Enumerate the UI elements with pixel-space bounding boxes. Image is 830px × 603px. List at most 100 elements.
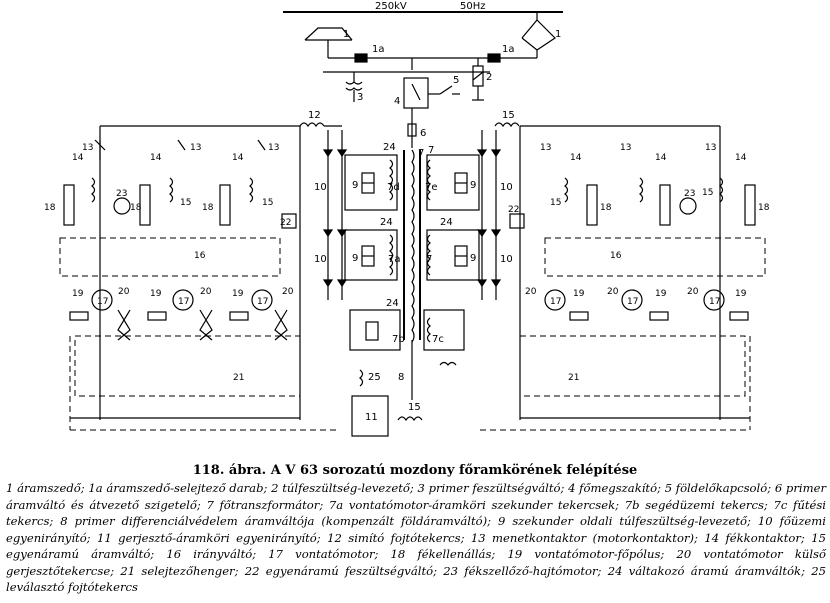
label-7b: 7b	[392, 334, 405, 345]
label-15-top-right: 15	[502, 110, 515, 121]
label-18-left-c: 18	[202, 203, 214, 213]
label-10-right-a: 10	[500, 182, 513, 193]
label-13-right-b: 13	[620, 143, 631, 153]
label-23-right: 23	[684, 189, 695, 199]
rectifier-10-right	[476, 130, 502, 300]
dc-current-transformer-15-bottom	[397, 416, 423, 422]
label-13-right-a: 13	[540, 143, 551, 153]
voltage-transformer-3	[345, 81, 363, 85]
label-17-left-c: 17	[257, 297, 268, 307]
secondary-winding-7-lower-right	[426, 229, 480, 281]
frequency-label: 50Hz	[460, 1, 486, 12]
label-15-left-a: 15	[180, 198, 191, 208]
heating-winding-7c	[423, 309, 465, 351]
label-21-left: 21	[233, 373, 244, 383]
label-19-right-c: 19	[735, 289, 747, 299]
label-20-right-a: 20	[525, 287, 537, 297]
label-17-right-c: 17	[709, 297, 720, 307]
secondary-winding-7d	[344, 154, 398, 211]
figure-legend: 1 áramszedő; 1a áramszedő-selejtező dara…	[6, 481, 826, 594]
main-transformer-7	[411, 149, 415, 343]
label-16-right: 16	[610, 251, 622, 261]
label-19-left-b: 19	[150, 289, 162, 299]
label-14-right-a: 14	[570, 153, 582, 163]
label-25: 25	[368, 372, 381, 383]
right-motor-groups	[480, 126, 766, 431]
label-7-lower: 7	[426, 254, 432, 265]
label-18-right-a: 18	[600, 203, 612, 213]
label-21-right: 21	[568, 373, 579, 383]
label-15-left-b: 15	[262, 198, 273, 208]
label-9-b: 9	[352, 253, 358, 264]
secondary-winding-7a-left	[344, 229, 398, 281]
label-4: 4	[394, 96, 400, 107]
dc-voltage-transformer-right	[509, 213, 525, 229]
label-24-upper-left: 24	[383, 142, 396, 153]
label-13-left-a: 13	[82, 143, 93, 153]
label-22-left: 22	[280, 218, 291, 228]
differential-ct-8	[439, 361, 457, 366]
label-7-top: 7	[418, 148, 424, 159]
label-14-left-c: 14	[232, 153, 244, 163]
label-20-right-c: 20	[687, 287, 699, 297]
label-24-mid-right: 24	[440, 217, 453, 228]
label-13-right-c: 13	[705, 143, 716, 153]
label-1-right: 1	[555, 29, 561, 40]
label-23-left: 23	[116, 189, 127, 199]
label-14-right-c: 14	[735, 153, 747, 163]
label-19-right-a: 19	[573, 289, 585, 299]
label-16-left: 16	[194, 251, 206, 261]
label-15-right-a: 15	[550, 198, 561, 208]
label-19-left-c: 19	[232, 289, 244, 299]
label-5: 5	[453, 75, 459, 86]
label-17-left-b: 17	[178, 297, 189, 307]
current-transformer-6	[407, 123, 417, 137]
selector-1a-left	[354, 53, 368, 63]
arresters-9	[361, 172, 468, 267]
label-1a-left: 1a	[372, 44, 385, 55]
label-1-left: 1	[343, 29, 349, 40]
label-10-right-b: 10	[500, 254, 513, 265]
label-17-right-a: 17	[550, 297, 561, 307]
label-19-left-a: 19	[72, 289, 84, 299]
label-19-right-b: 19	[655, 289, 667, 299]
label-24-mid-left: 24	[380, 217, 393, 228]
secondary-winding-7e	[426, 154, 480, 211]
rectifier-10-left	[322, 130, 348, 300]
label-14-left-a: 14	[72, 153, 84, 163]
auxiliary-winding-7b	[349, 309, 401, 351]
smoothing-choke-12	[299, 122, 325, 128]
label-9-c: 9	[470, 180, 476, 191]
label-2: 2	[486, 72, 492, 83]
label-13-left-c: 13	[268, 143, 279, 153]
left-motor-groups	[59, 126, 340, 431]
voltage-label: 250kV	[375, 1, 407, 12]
smoothing-choke-right	[494, 122, 520, 128]
label-7c: 7c	[432, 334, 444, 345]
label-7d: 7d	[387, 182, 400, 193]
label-10-left-a: 10	[314, 182, 327, 193]
pantograph-left	[304, 27, 353, 48]
circuit-diagram: 250kV 50Hz 1 1 1a 1a 3 2 4 5 6	[44, 1, 770, 437]
label-20-left-c: 20	[282, 287, 294, 297]
label-15-bottom: 15	[408, 402, 421, 413]
excitation-rectifier-11	[351, 395, 389, 437]
label-18-right-b: 18	[758, 203, 770, 213]
label-1a-right: 1a	[502, 44, 515, 55]
label-18-left-b: 18	[130, 203, 142, 213]
label-17-left-a: 17	[97, 297, 108, 307]
label-7e: 7e	[425, 182, 438, 193]
label-7-right-upper: 7	[428, 145, 434, 156]
label-20-right-b: 20	[607, 287, 619, 297]
label-20-left-b: 20	[200, 287, 212, 297]
label-10-left-b: 10	[314, 254, 327, 265]
label-11: 11	[365, 412, 378, 423]
label-14-right-b: 14	[655, 153, 667, 163]
label-17-right-b: 17	[627, 297, 638, 307]
dc-voltage-transformer-left	[281, 213, 297, 229]
label-20-left-a: 20	[118, 287, 130, 297]
label-7a: 7a	[388, 254, 401, 265]
label-3: 3	[357, 92, 363, 103]
figure-caption: 118. ábra. A V 63 sorozatú mozdony főram…	[192, 463, 638, 478]
